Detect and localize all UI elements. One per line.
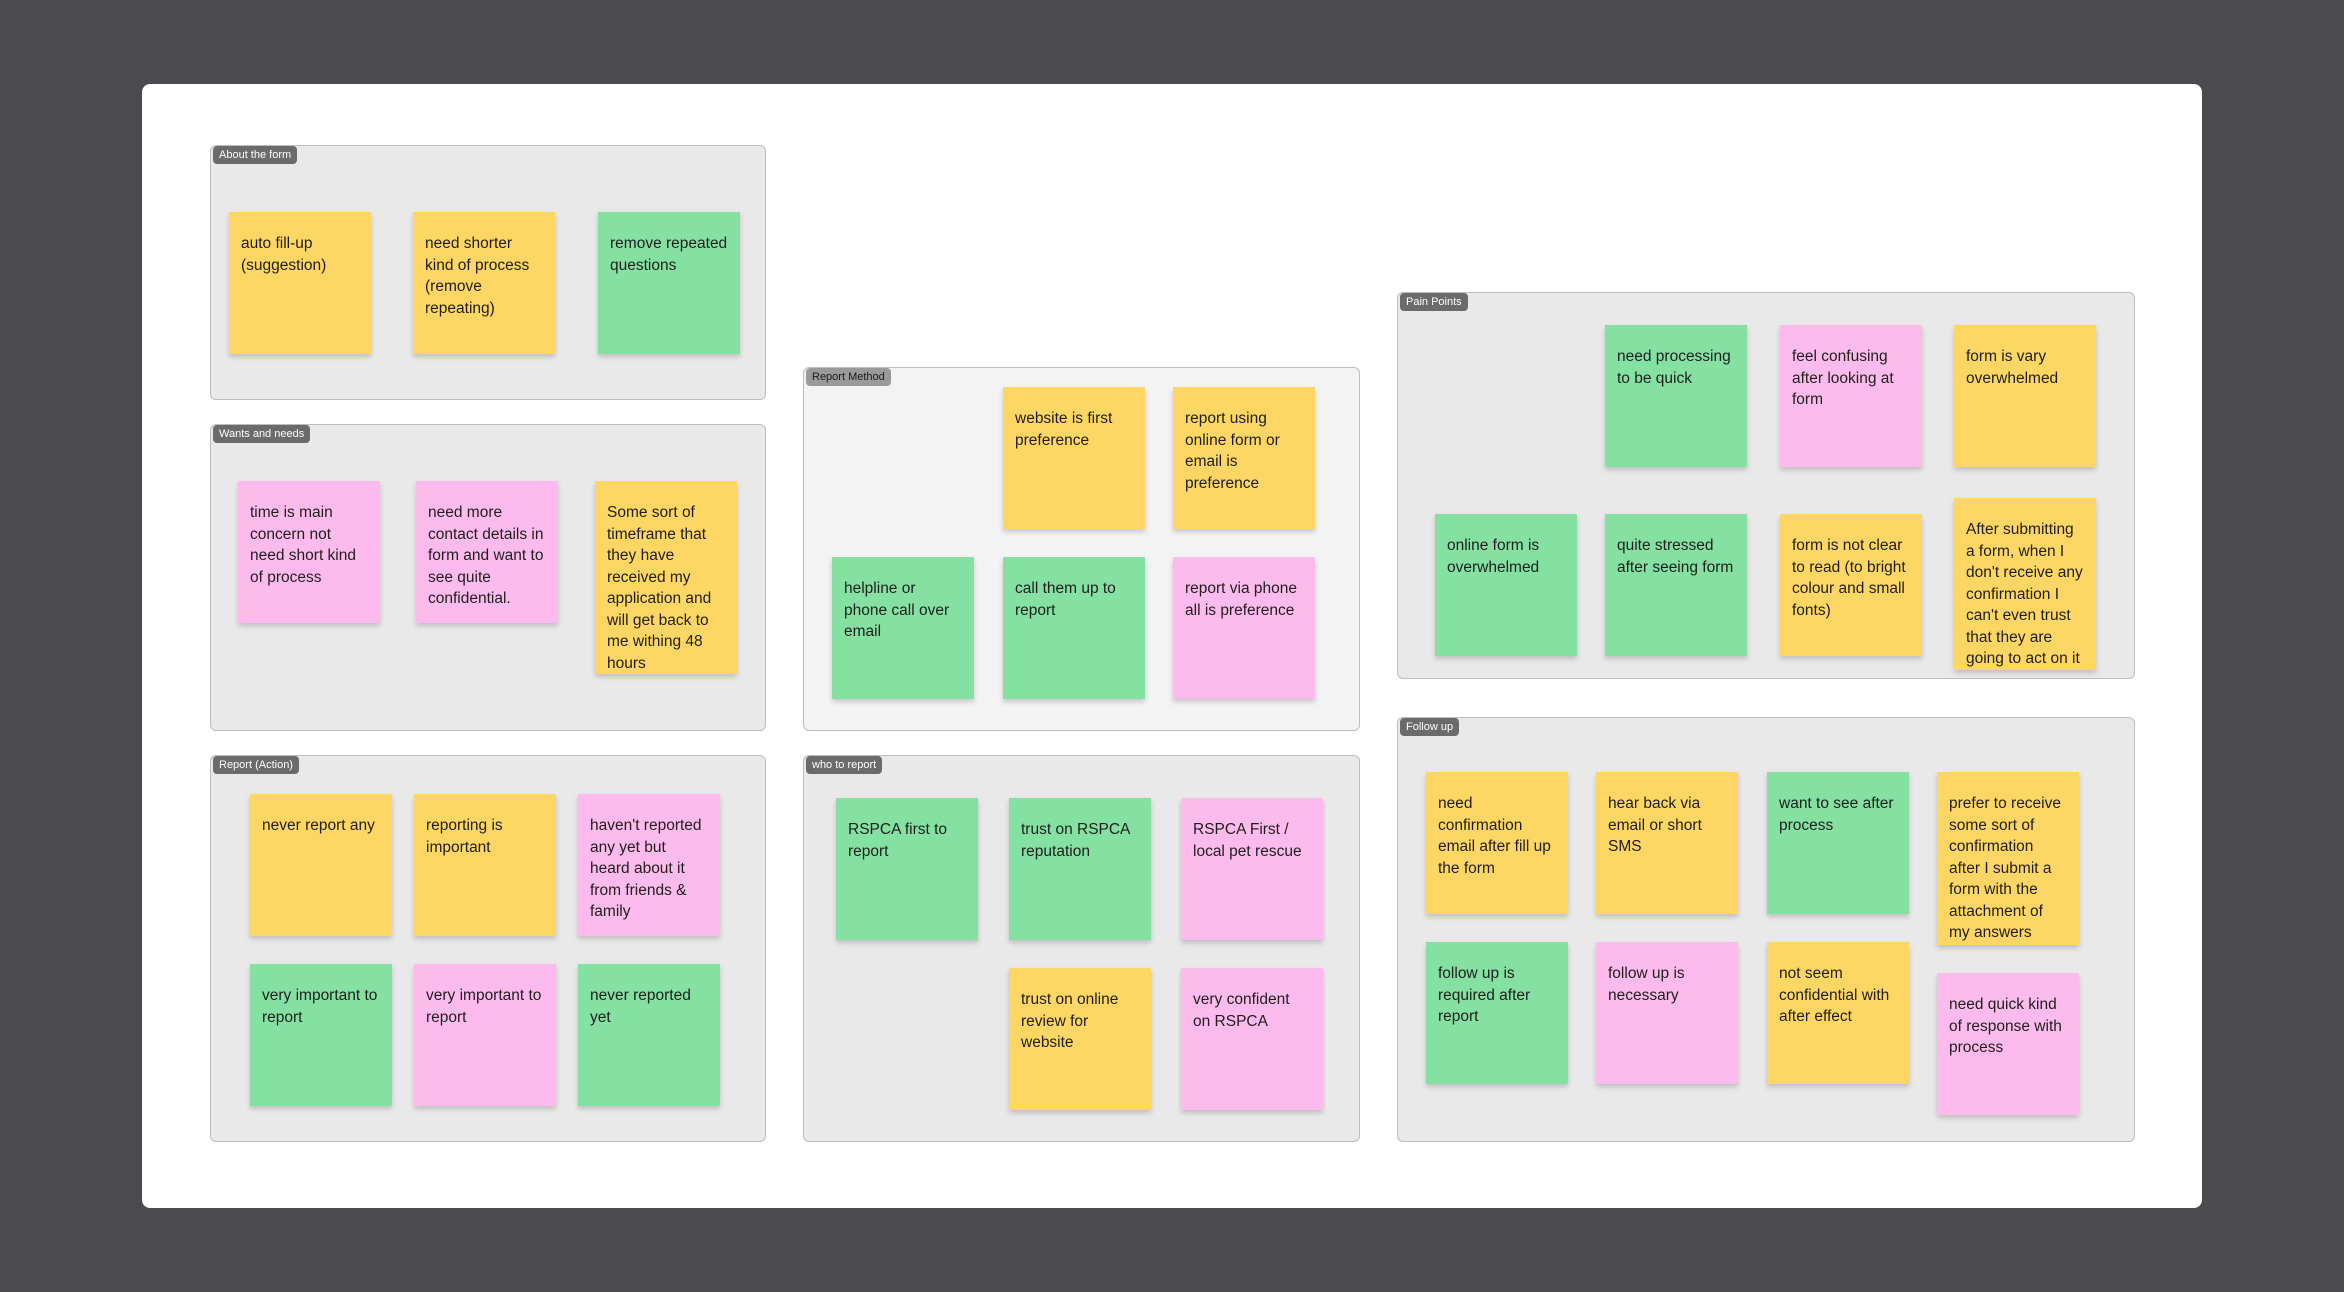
section-title[interactable]: Follow up xyxy=(1400,718,1460,736)
sticky-note[interactable]: follow up is necessary xyxy=(1596,942,1738,1084)
sticky-note[interactable]: never reported yet xyxy=(578,964,720,1106)
sticky-note[interactable]: very confident on RSPCA xyxy=(1181,968,1323,1110)
sticky-note[interactable]: want to see after process xyxy=(1767,772,1909,914)
sticky-note[interactable]: feel confusing after looking at form xyxy=(1780,325,1922,467)
sticky-note[interactable]: Some sort of timeframe that they have re… xyxy=(595,481,737,674)
sticky-note[interactable]: helpline or phone call over email xyxy=(832,557,974,699)
section-title[interactable]: About the form xyxy=(213,146,298,164)
sticky-note[interactable]: remove repeated questions xyxy=(598,212,740,354)
section-title[interactable]: who to report xyxy=(806,756,883,774)
sticky-note[interactable]: need shorter kind of process (remove rep… xyxy=(413,212,555,354)
sticky-note[interactable]: call them up to report xyxy=(1003,557,1145,699)
sticky-note[interactable]: trust on online review for website xyxy=(1009,968,1151,1110)
sticky-note[interactable]: quite stressed after seeing form xyxy=(1605,514,1747,656)
sticky-note[interactable]: After submitting a form, when I don't re… xyxy=(1954,498,2096,670)
section-who-to-report[interactable]: who to report RSPCA first to report trus… xyxy=(803,755,1360,1142)
sticky-note[interactable]: very important to report xyxy=(250,964,392,1106)
section-wants-and-needs[interactable]: Wants and needs time is main concern not… xyxy=(210,424,766,731)
sticky-note[interactable]: prefer to receive some sort of confirmat… xyxy=(1937,772,2079,945)
section-follow-up[interactable]: Follow up need confirmation email after … xyxy=(1397,717,2135,1142)
sticky-note[interactable]: follow up is required after report xyxy=(1426,942,1568,1084)
section-title[interactable]: Report Method xyxy=(806,368,891,386)
section-title[interactable]: Report (Action) xyxy=(213,756,299,774)
sticky-note[interactable]: auto fill-up (suggestion) xyxy=(229,212,371,354)
sticky-note[interactable]: online form is overwhelmed xyxy=(1435,514,1577,656)
section-title[interactable]: Wants and needs xyxy=(213,425,311,443)
section-about-the-form[interactable]: About the form auto fill-up (suggestion)… xyxy=(210,145,766,400)
sticky-note[interactable]: website is first preference xyxy=(1003,387,1145,529)
section-report-action[interactable]: Report (Action) never report any reporti… xyxy=(210,755,766,1142)
sticky-note[interactable]: haven't reported any yet but heard about… xyxy=(578,794,720,936)
section-title[interactable]: Pain Points xyxy=(1400,293,1468,311)
sticky-note[interactable]: need processing to be quick xyxy=(1605,325,1747,467)
sticky-note[interactable]: RSPCA First / local pet rescue xyxy=(1181,798,1323,940)
sticky-note[interactable]: not seem confidential with after effect xyxy=(1767,942,1909,1084)
sticky-note[interactable]: reporting is important xyxy=(414,794,556,936)
section-pain-points[interactable]: Pain Points need processing to be quick … xyxy=(1397,292,2135,679)
sticky-note[interactable]: hear back via email or short SMS xyxy=(1596,772,1738,914)
sticky-note[interactable]: time is main concern not need short kind… xyxy=(238,481,380,623)
section-report-method[interactable]: Report Method website is first preferenc… xyxy=(803,367,1360,731)
sticky-note[interactable]: report using online form or email is pre… xyxy=(1173,387,1315,529)
sticky-note[interactable]: trust on RSPCA reputation xyxy=(1009,798,1151,940)
sticky-note[interactable]: need more contact details in form and wa… xyxy=(416,481,558,623)
sticky-note[interactable]: need quick kind of response with process xyxy=(1937,973,2079,1115)
sticky-note[interactable]: never report any xyxy=(250,794,392,936)
sticky-note[interactable]: report via phone all is preference xyxy=(1173,557,1315,699)
sticky-note[interactable]: form is vary overwhelmed xyxy=(1954,325,2096,467)
sticky-note[interactable]: RSPCA first to report xyxy=(836,798,978,940)
sticky-note[interactable]: very important to report xyxy=(414,964,556,1106)
sticky-note[interactable]: need confirmation email after fill up th… xyxy=(1426,772,1568,914)
sticky-note[interactable]: form is not clear to read (to bright col… xyxy=(1780,514,1922,656)
